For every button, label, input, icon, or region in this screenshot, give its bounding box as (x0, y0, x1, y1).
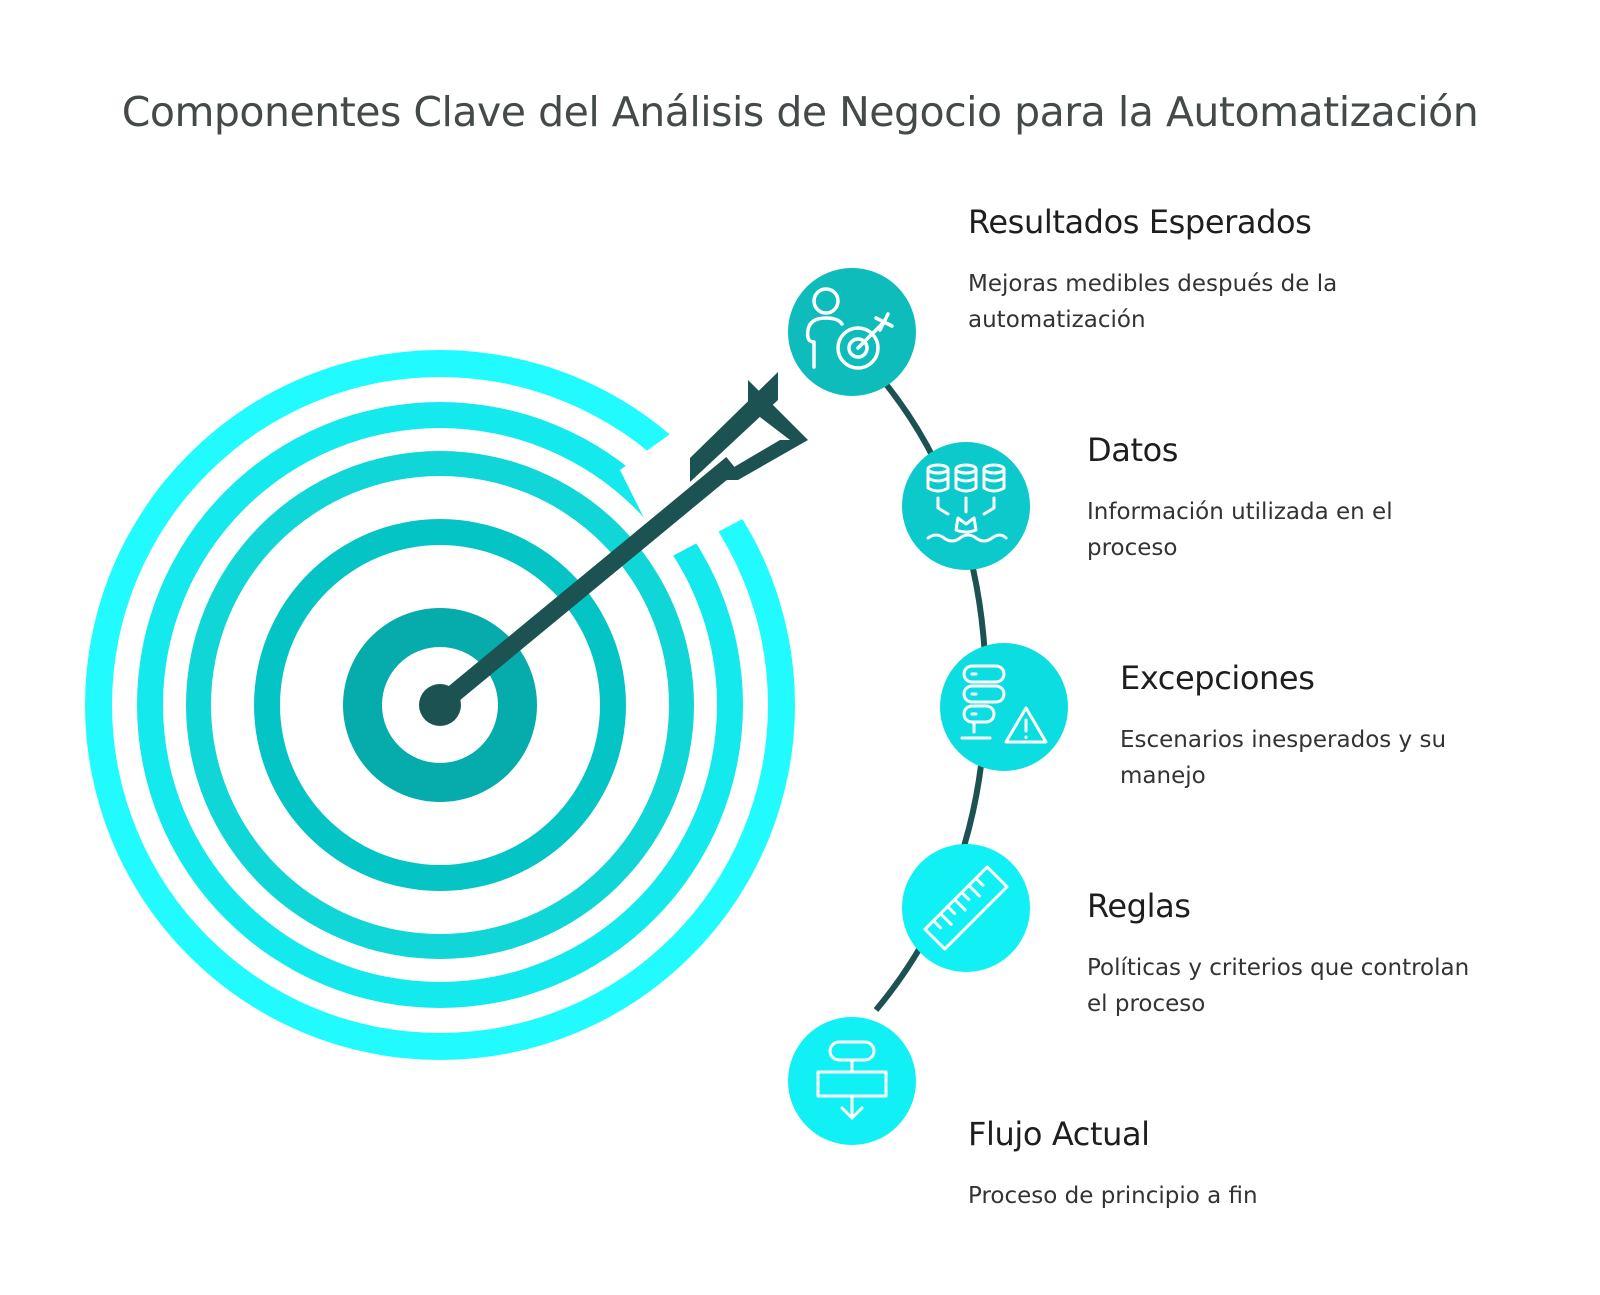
icon-circle (902, 844, 1030, 972)
arrow-fletching (748, 380, 808, 440)
item-flujo-actual: Flujo Actual Proceso de principio a fin (968, 1112, 1438, 1214)
icon-circle (940, 643, 1068, 771)
icon-node-datos (902, 442, 1030, 570)
item-description: Proceso de principio a fin (968, 1183, 1258, 1209)
icon-node-flujo (788, 1017, 916, 1145)
icon-node-excepciones (940, 643, 1068, 771)
arrow-tip (419, 684, 461, 726)
icon-circle (788, 1017, 916, 1145)
diagram-title: Componentes Clave del Análisis de Negoci… (121, 88, 1479, 136)
item-title: Excepciones (1120, 659, 1315, 697)
ruler-icon (923, 865, 1009, 951)
icon-node-reglas (902, 844, 1030, 972)
server-warning-icon (960, 664, 1048, 744)
item-excepciones: Excepciones Escenarios inesperados y su … (1120, 656, 1590, 794)
item-title: Datos (1087, 431, 1179, 469)
item-description: Mejoras medibles después de la automatiz… (968, 271, 1338, 333)
item-title: Reglas (1087, 887, 1191, 925)
databases-icon (926, 463, 1008, 543)
item-description: Escenarios inesperados y su manejo (1120, 727, 1447, 789)
item-datos: Datos Información utilizada en el proces… (1087, 428, 1557, 566)
item-reglas: Reglas Políticas y criterios que control… (1087, 884, 1557, 1022)
item-description: Políticas y criterios que controlan el p… (1087, 955, 1470, 1017)
item-resultados-esperados: Resultados Esperados Mejoras medibles de… (968, 200, 1438, 338)
arrow-shaft (434, 457, 738, 712)
item-title: Resultados Esperados (968, 203, 1312, 241)
icon-node-resultados (788, 268, 916, 396)
person-target-icon (805, 287, 894, 370)
arrow (419, 372, 808, 726)
item-title: Flujo Actual (968, 1115, 1150, 1153)
icon-circle (788, 268, 916, 396)
item-description: Información utilizada en el proceso (1087, 499, 1393, 561)
flowchart-icon (816, 1040, 888, 1120)
arrow-fletching (712, 440, 808, 480)
